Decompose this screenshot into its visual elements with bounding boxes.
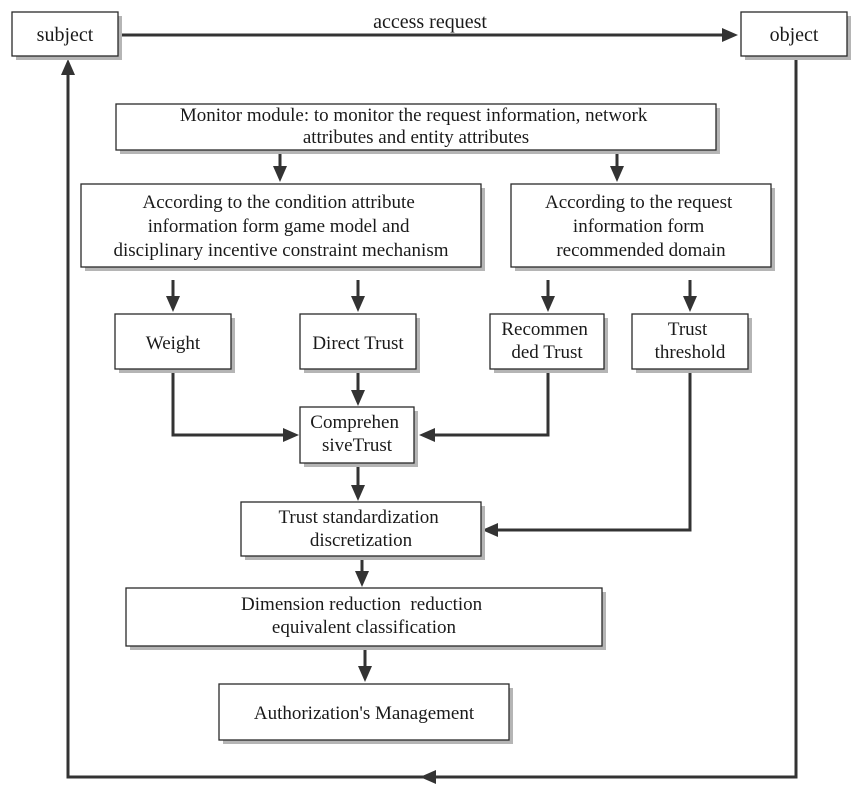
node-condition-line-3: disciplinary incentive constraint mechan…	[113, 240, 448, 261]
arrowhead-recommended	[541, 296, 555, 312]
node-dimension-reduction-line-1: Dimension reduction reduction	[241, 594, 483, 615]
node-dimension-reduction-line-2: equivalent classification	[272, 617, 457, 638]
node-recommended-trust-line-1: Recommen	[501, 319, 588, 340]
node-standardization: Trust standardization discretization	[240, 501, 485, 560]
edge-object-subject-feedback	[66, 59, 798, 779]
node-recommended-trust-line-2: ded Trust	[511, 342, 583, 363]
node-comprehensive-trust-line-1: Comprehen	[310, 412, 399, 433]
node-request-line-2: information form	[573, 216, 705, 237]
arrowhead-feedback-mid	[420, 770, 436, 784]
arrowhead-threshold	[683, 296, 697, 312]
node-direct-trust: Direct Trust	[299, 313, 420, 373]
arrowhead-comp-top	[351, 390, 365, 406]
node-standardization-line-1: Trust standardization	[278, 507, 439, 528]
node-standardization-label: Trust standardization discretization	[278, 507, 443, 551]
node-monitor-line-1: Monitor module: to monitor the request i…	[180, 105, 648, 126]
node-request-line-1: According to the request	[545, 192, 733, 213]
node-object-line-1: object	[770, 24, 819, 46]
arrowhead-subject	[61, 59, 75, 75]
node-request-line-3: recommended domain	[556, 240, 726, 261]
node-recommended-trust: Recommen ded Trust	[489, 313, 608, 373]
connectors	[61, 28, 798, 784]
node-comprehensive-trust-line-2: siveTrust	[322, 435, 393, 456]
node-standardization-line-2: discretization	[310, 530, 413, 551]
arrowhead-comp-left	[283, 428, 299, 442]
node-weight-line-1: Weight	[146, 333, 201, 354]
arrowhead-request	[610, 166, 624, 182]
node-authorization-label: Authorization's Management	[254, 703, 475, 724]
node-condition: According to the condition attribute inf…	[80, 183, 485, 271]
node-subject-line-1: subject	[37, 24, 94, 46]
node-recommended-trust-label: Recommen ded Trust	[501, 319, 592, 363]
node-object-label: object	[770, 24, 819, 46]
node-comprehensive-trust-label: Comprehen siveTrust	[310, 412, 403, 456]
node-object: object	[740, 11, 851, 60]
arrowhead-comp-right	[419, 428, 435, 442]
node-comprehensive-trust: Comprehen siveTrust	[299, 406, 418, 467]
node-monitor: Monitor module: to monitor the request i…	[115, 103, 720, 154]
node-weight: Weight	[114, 313, 235, 373]
node-trust-threshold-label: Trust threshold	[655, 319, 726, 363]
node-authorization: Authorization's Management	[218, 683, 513, 744]
node-weight-label: Weight	[146, 333, 201, 354]
arrowhead-authorization	[358, 666, 372, 682]
node-authorization-line-1: Authorization's Management	[254, 703, 475, 724]
edge-weight-comprehensive	[171, 370, 283, 437]
node-monitor-line-2: attributes and entity attributes	[303, 127, 529, 148]
node-monitor-label: Monitor module: to monitor the request i…	[180, 105, 652, 148]
arrowhead-std-right	[482, 523, 498, 537]
arrowhead-weight	[166, 296, 180, 312]
node-subject: subject	[11, 11, 122, 60]
node-condition-line-2: information form game model and	[148, 216, 410, 237]
node-trust-threshold: Trust threshold	[631, 313, 752, 373]
arrowhead-dimension	[355, 571, 369, 587]
edge-recommended-comprehensive	[435, 370, 550, 437]
edge-label-access-request: access request	[373, 11, 487, 33]
node-request: According to the request information for…	[510, 183, 775, 271]
node-direct-trust-label: Direct Trust	[312, 333, 404, 354]
arrowhead-direct	[351, 296, 365, 312]
node-dimension-reduction-label: Dimension reduction reduction equivalent…	[241, 594, 487, 638]
arrowhead-condition	[273, 166, 287, 182]
node-trust-threshold-line-2: threshold	[655, 342, 726, 363]
node-request-label: According to the request information for…	[545, 192, 737, 261]
node-condition-label: According to the condition attribute inf…	[113, 192, 448, 261]
edge-threshold-standardization	[498, 370, 692, 532]
node-dimension-reduction: Dimension reduction reduction equivalent…	[125, 587, 606, 650]
node-condition-line-1: According to the condition attribute	[142, 192, 414, 213]
node-subject-label: subject	[37, 24, 94, 46]
node-trust-threshold-line-1: Trust	[668, 319, 708, 340]
arrowhead-object	[722, 28, 738, 42]
arrowhead-std-top	[351, 485, 365, 501]
node-direct-trust-line-1: Direct Trust	[312, 333, 404, 354]
